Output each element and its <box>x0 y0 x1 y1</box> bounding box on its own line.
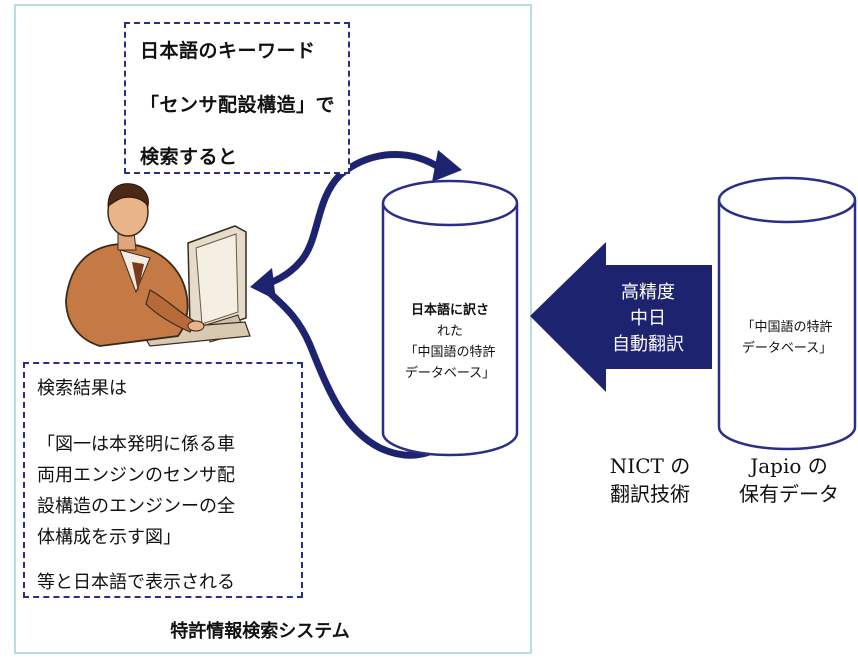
translation-line-3: 自動翻訳 <box>612 334 684 355</box>
result-box: 検索結果は 「図一は本発明に係る車 両用エンジンのセンサ配 設構造のエンジンーの… <box>23 362 303 598</box>
source-db-cylinder <box>717 176 857 451</box>
result-line-1: 検索結果は <box>37 378 127 399</box>
result-line-2: 「図一は本発明に係る車 <box>37 434 235 455</box>
result-line-3: 両用エンジンのセンサ配 <box>37 465 235 486</box>
translated-db-line-2: れた <box>436 324 463 339</box>
source-db-label: 「中国語の特許 データベース」 <box>722 317 852 359</box>
query-line-3: 検索すると <box>140 146 238 168</box>
nict-caption: NICT の 翻訳技術 <box>590 452 710 508</box>
translated-db-label: 日本語に訳さ れた 「中国語の特許 データベース」 <box>385 300 515 384</box>
translated-db-line-4: データベース」 <box>404 366 496 381</box>
translated-db-cylinder <box>381 179 519 457</box>
translated-db-line-1: 日本語に訳さ <box>410 303 489 318</box>
system-title: 特許情報検索システム <box>170 621 350 642</box>
japio-caption-line-1: Japio の <box>750 454 828 478</box>
query-line-1: 日本語のキーワード <box>140 40 316 62</box>
translation-line-2: 中日 <box>630 308 666 329</box>
query-line-2: 「センサ配設構造」で <box>140 94 336 116</box>
query-box: 日本語のキーワード 「センサ配設構造」で 検索すると <box>124 22 350 174</box>
japio-caption-line-2: 保有データ <box>739 482 839 506</box>
source-db-line-2: データベース」 <box>741 341 833 356</box>
translation-arrow-label: 高精度 中日 自動翻訳 <box>590 280 706 358</box>
nict-caption-line-1: NICT の <box>609 454 691 478</box>
user-at-computer-icon <box>65 183 251 347</box>
translated-db-line-3: 「中国語の特許 <box>404 345 496 360</box>
nict-caption-line-2: 翻訳技術 <box>610 482 690 506</box>
japio-caption: Japio の 保有データ <box>726 452 852 508</box>
left-arrow-icon <box>530 242 712 392</box>
source-db-line-1: 「中国語の特許 <box>741 320 833 335</box>
result-line-4: 設構造のエンジンーの全 <box>37 496 235 517</box>
result-line-6: 等と日本語で表示される <box>37 572 235 593</box>
result-line-5: 体構成を示す図」 <box>37 527 181 548</box>
translation-line-1: 高精度 <box>621 282 675 303</box>
